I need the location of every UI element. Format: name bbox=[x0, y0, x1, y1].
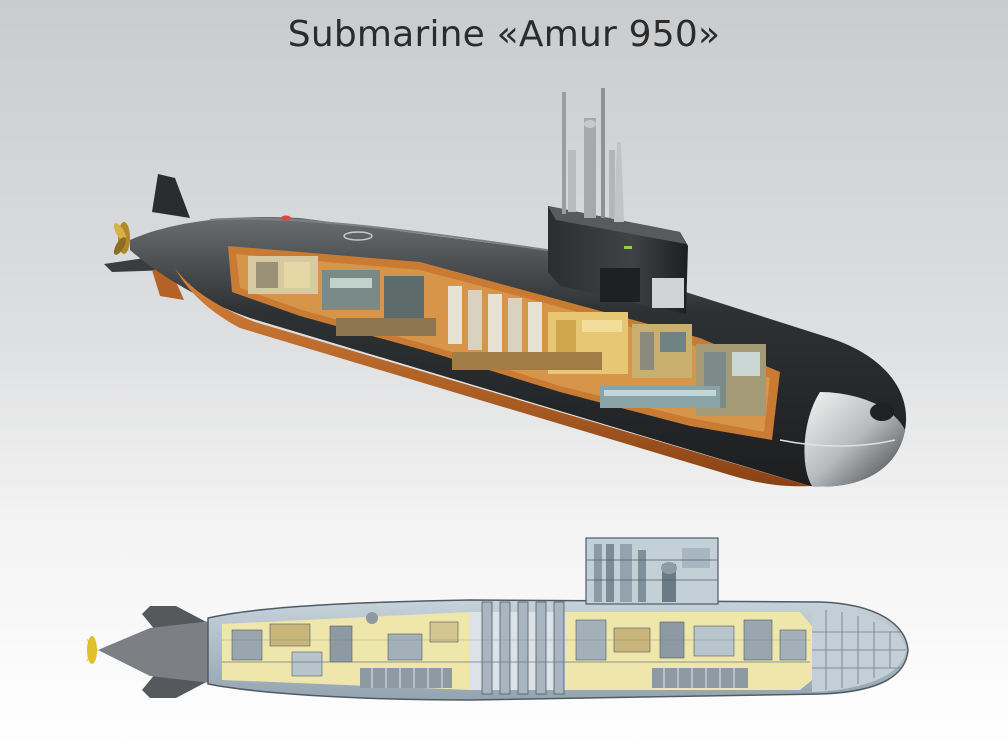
side-plan-view bbox=[86, 537, 909, 701]
plan-cylinders bbox=[481, 601, 565, 695]
lower-deck-aft bbox=[336, 318, 436, 336]
upper-rudder bbox=[152, 174, 190, 218]
plan-bow-section bbox=[812, 606, 906, 692]
propeller-icon bbox=[113, 222, 130, 255]
lower-rudder bbox=[152, 268, 184, 300]
plan-propeller-icon bbox=[86, 636, 98, 664]
plan-battery-aft bbox=[360, 668, 452, 688]
plan-tailcone bbox=[98, 620, 220, 684]
plan-conning-tower bbox=[585, 537, 719, 605]
periscope-masts bbox=[562, 88, 624, 222]
lower-deck-fwd bbox=[452, 352, 602, 370]
conning-tower bbox=[548, 206, 688, 314]
cutaway-view bbox=[104, 88, 907, 487]
plan-battery-fwd bbox=[652, 668, 748, 688]
cylinder-section bbox=[448, 286, 542, 366]
engine-room bbox=[248, 256, 424, 318]
page-title: Submarine «Amur 950» bbox=[287, 14, 721, 55]
forward-section bbox=[600, 344, 766, 416]
plan-engine-equipment bbox=[231, 612, 459, 677]
